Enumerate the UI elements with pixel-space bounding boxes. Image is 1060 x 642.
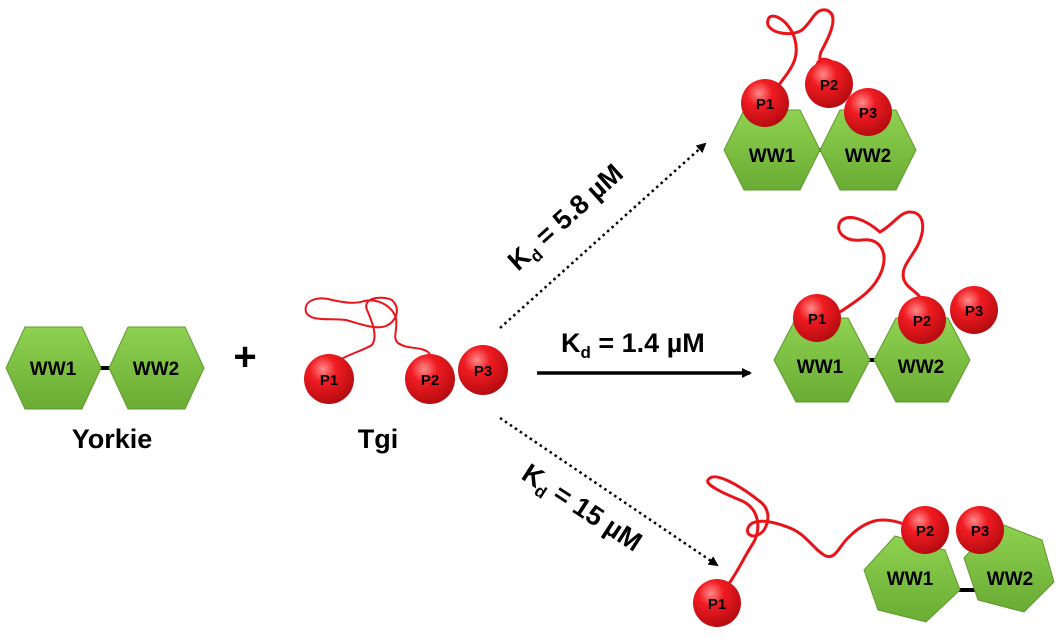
complex-bottom-p1-bead <box>693 579 741 627</box>
complex-top-p1-bead <box>741 79 789 127</box>
complex-bottom-p2-bead <box>901 506 949 554</box>
complex-top-p2-label: P2 <box>820 77 838 94</box>
tgi-linker-chain <box>304 296 433 373</box>
complex-bottom-p2-label: P2 <box>916 523 934 540</box>
complex-top-p3-label: P3 <box>859 105 877 122</box>
kd-label-middle: Kd = 1.4 µM <box>561 328 705 362</box>
complex-bottom-p3-label: P3 <box>971 523 989 540</box>
complex-bottom-ww2-label: WW2 <box>987 569 1033 590</box>
complex-middle-p2-label: P2 <box>913 313 931 330</box>
yorkie-ww1-domain <box>5 326 102 410</box>
complex-middle-p2-bead <box>898 296 946 344</box>
complex-top: WW1 WW2 P1 P2 P3 <box>723 8 917 191</box>
complex-top-ww1-label: WW1 <box>749 146 796 167</box>
arrow-top <box>499 142 707 329</box>
complex-middle-chain <box>837 210 925 314</box>
tgi-caption: Tgi <box>358 424 399 454</box>
complex-middle-ww2-label: WW2 <box>898 357 944 378</box>
yorkie-caption: Yorkie <box>72 424 153 454</box>
complex-top-ww1-domain <box>723 109 821 191</box>
yorkie-ww2-label: WW2 <box>133 359 179 380</box>
yorkie-protein: WW1 WW2 Yorkie <box>5 326 205 454</box>
complex-middle-p3-label: P3 <box>965 303 983 320</box>
complex-top-p1-label: P1 <box>756 96 774 113</box>
tgi-p2-label: P2 <box>421 372 439 389</box>
tgi-p3-bead <box>458 345 508 395</box>
complex-top-ww2-label: WW2 <box>845 146 891 167</box>
complex-bottom-ww1-domain <box>863 535 961 623</box>
tgi-p3-label: P3 <box>474 363 492 380</box>
complex-bottom-p1-label: P1 <box>708 596 726 613</box>
complex-top-p3-bead <box>844 88 892 136</box>
complex-bottom-chain <box>706 475 913 602</box>
complex-bottom: WW1 WW2 P1 P2 P3 <box>693 475 1055 627</box>
complex-middle-ww1-domain <box>773 317 871 403</box>
complex-middle-ww1-label: WW1 <box>797 357 844 378</box>
plus-operator: + <box>233 335 256 379</box>
yorkie-ww1-label: WW1 <box>30 359 77 380</box>
complex-top-p2-bead <box>805 60 853 108</box>
complex-middle-p1-label: P1 <box>808 311 826 328</box>
complex-middle-ww2-domain <box>873 317 971 403</box>
complex-top-ww2-domain <box>819 109 917 191</box>
kd-label-top: Kd = 5.8 µM <box>502 158 632 279</box>
tgi-p2-bead <box>405 354 455 404</box>
complex-bottom-ww1-label: WW1 <box>887 569 934 590</box>
tgi-p1-label: P1 <box>320 372 338 389</box>
complex-bottom-p3-bead <box>956 506 1004 554</box>
yorkie-ww2-domain <box>108 326 205 410</box>
tgi-p1-bead <box>304 354 354 404</box>
arrow-bottom <box>499 416 719 567</box>
complex-middle-p3-bead <box>950 286 998 334</box>
complex-middle-p1-bead <box>793 294 841 342</box>
complex-middle: WW1 WW2 P1 P2 P3 <box>773 210 998 403</box>
tgi-protein: P1 P2 P3 Tgi <box>304 296 508 454</box>
